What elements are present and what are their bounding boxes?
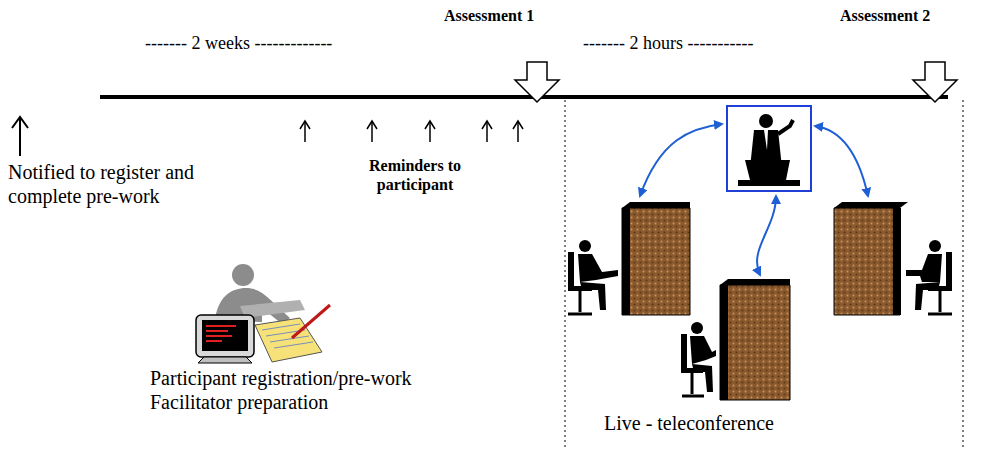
- participant-desk: [568, 202, 690, 315]
- assessment-arrow: [913, 62, 957, 102]
- timeline-bar: [100, 95, 948, 99]
- divider-line: [963, 100, 964, 449]
- session-caption: Live - teleconference: [604, 411, 774, 435]
- presenter-figure: [727, 106, 811, 191]
- assessment-label: Assessment 1: [444, 6, 534, 25]
- assessment-label: Assessment 2: [840, 6, 930, 25]
- divider-line: [565, 100, 566, 449]
- notify-note: Notified to register and complete pre-wo…: [8, 160, 200, 208]
- participant-desk: [834, 202, 952, 315]
- duration-label: ------- 2 weeks -------------: [145, 33, 332, 55]
- notify-arrow: [12, 117, 28, 156]
- computer-illustration: [196, 264, 330, 363]
- assessment-arrow: [515, 62, 559, 102]
- reminder-note: Reminders to participant: [330, 156, 500, 194]
- duration-label: ------- 2 hours -----------: [583, 33, 753, 55]
- communication-arrows: [640, 124, 868, 275]
- activity-caption: Participant registration/pre-work Facili…: [150, 366, 440, 414]
- participant-desk: [681, 279, 790, 400]
- reminder-arrows: [300, 121, 523, 142]
